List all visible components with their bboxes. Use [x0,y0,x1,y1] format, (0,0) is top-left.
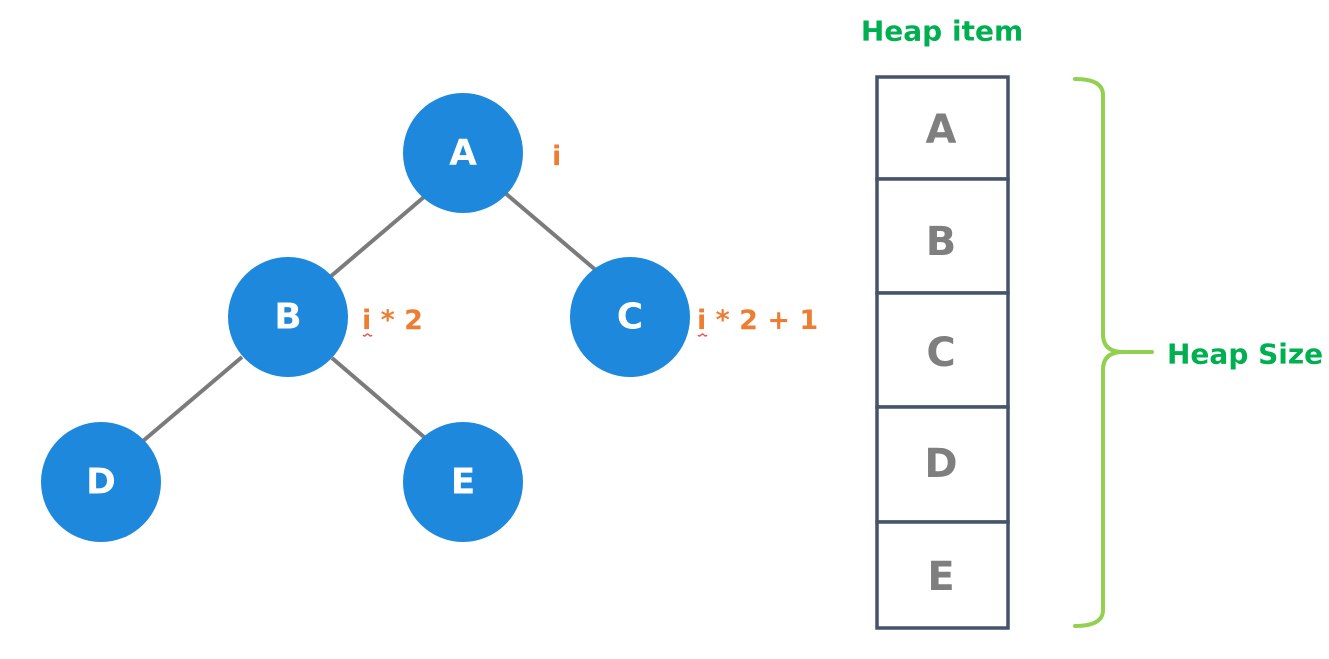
heap-size-label: Heap Size [1167,338,1323,371]
heap-cell-1-label: B [926,219,957,265]
tree-node-d: D [41,422,161,542]
edge-a-b [328,195,426,279]
index-label-b: i * 2 [362,305,423,336]
tree-node-b: B [228,257,348,377]
heap-cell-0-label: A [926,107,957,153]
node-a-label: A [449,133,477,174]
edge-a-c [503,191,600,274]
tree-node-a: A [403,93,523,213]
heap-cell-2 [875,291,1010,409]
heap-cell-4-label: E [927,554,954,600]
tree-node-e: E [403,422,523,542]
node-e-circle [403,422,523,542]
heap-cell-3-label: D [924,441,957,487]
heap-item-title: Heap item [861,15,1023,48]
node-e-label: E [451,462,476,503]
index-label-c: i * 2 + 1 [697,305,818,336]
node-c-circle [570,257,690,377]
spellcheck-underline-b [362,333,373,337]
node-d-circle [41,422,161,542]
index-label-a: i [552,141,561,172]
heap-cell-3 [875,405,1010,524]
edge-b-e [330,356,426,439]
heap-array: A B C D E [875,75,1010,630]
tree-edges [141,191,600,443]
heap-cell-2-label: C [926,330,955,376]
heap-cell-4 [875,520,1010,630]
node-b-label: B [274,297,301,338]
edge-b-d [141,355,244,443]
heap-cell-0 [875,75,1010,181]
spellcheck-underline-c [697,333,708,337]
node-a-circle [403,93,523,213]
node-b-circle [228,257,348,377]
tree-node-c: C [570,257,690,377]
heap-size-brace [1073,77,1154,628]
node-d-label: D [86,462,116,503]
node-c-label: C [617,297,643,338]
